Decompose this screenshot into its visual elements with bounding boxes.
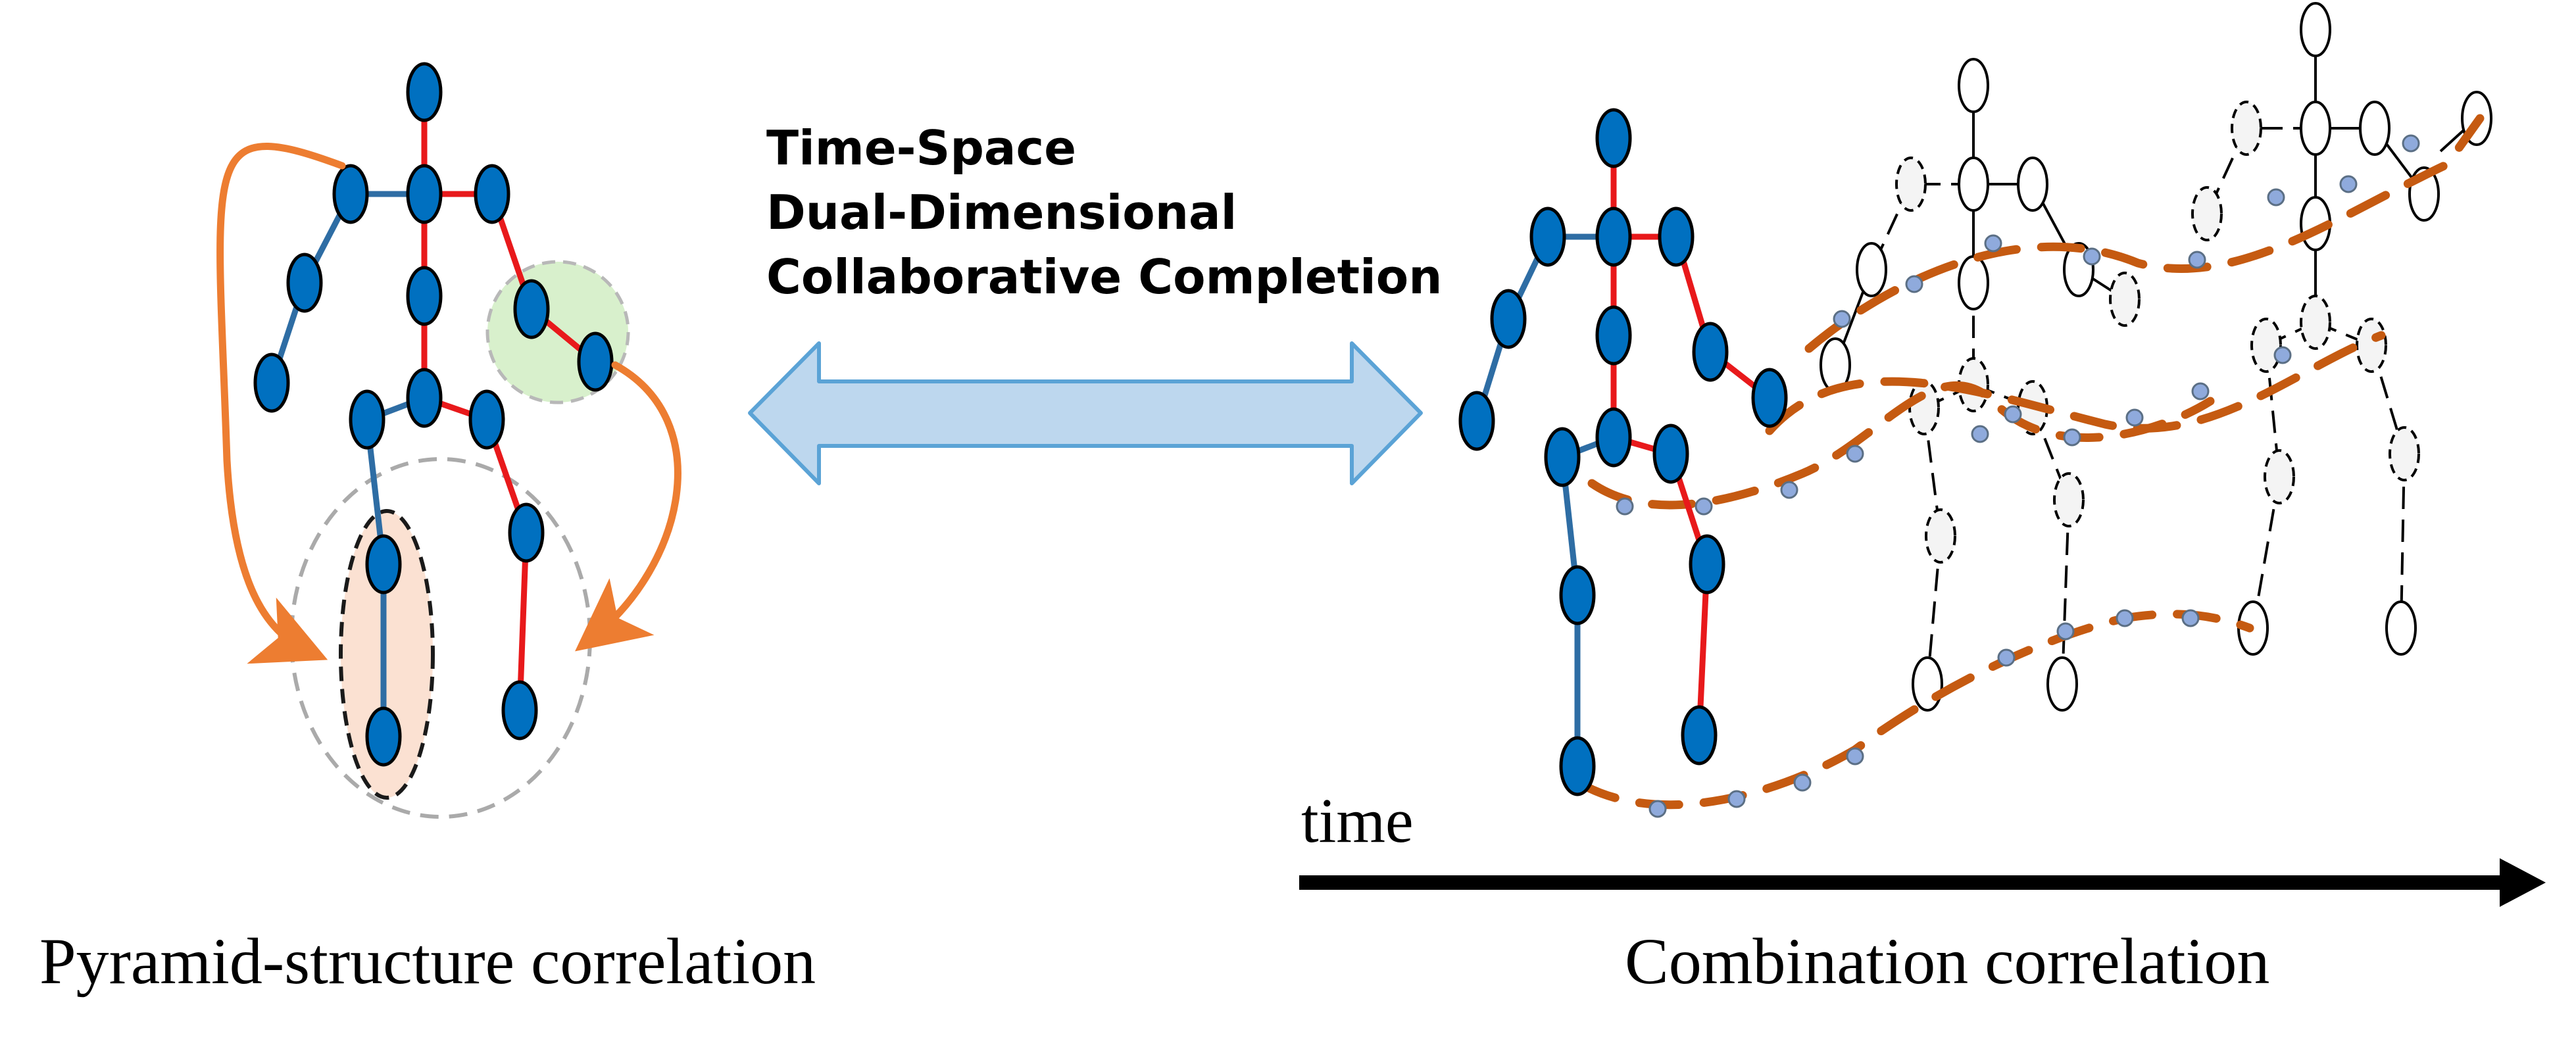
time-axis-arrowhead (2500, 858, 2546, 907)
double-arrow (748, 341, 1423, 485)
joint-right-wrist (577, 331, 614, 392)
joint-pelvis (406, 368, 443, 428)
center-label-line2: Dual-Dimensional (766, 185, 1237, 240)
joint-head (406, 62, 443, 122)
ghost-frame-2 (1820, 58, 2141, 712)
joint-neck (406, 164, 443, 224)
right-correlation-arrow (575, 361, 681, 652)
pyramid-skeleton (216, 62, 681, 819)
joint-right-shoulder (474, 164, 510, 224)
center-label: Time-Space Dual-Dimensional Collaborativ… (766, 120, 1442, 304)
joint-left-hip (349, 389, 385, 450)
pyramid-joints (253, 62, 614, 767)
time-label: time (1301, 785, 1414, 856)
joint-left-knee (365, 534, 402, 595)
joint-left-shoulder (332, 164, 369, 224)
joint-spine (406, 266, 443, 326)
time-axis: time (1299, 785, 2546, 907)
joint-right-hip (468, 389, 505, 450)
ghost-frame-3 (2191, 2, 2492, 656)
joint-right-ankle (501, 680, 538, 741)
joint-right-knee (508, 502, 545, 563)
combination-sequence (1458, 2, 2492, 818)
right-caption: Combination correlation (1625, 925, 2269, 998)
joint-right-elbow (513, 279, 550, 339)
joint-trajectories (1574, 114, 2485, 818)
left-caption: Pyramid-structure correlation (39, 925, 816, 998)
center-label-line3: Collaborative Completion (766, 249, 1442, 304)
grey-dashed-region (289, 457, 592, 819)
joint-left-ankle (365, 706, 402, 767)
joint-left-wrist (253, 352, 290, 413)
center-label-line1: Time-Space (766, 120, 1076, 176)
joint-left-elbow (286, 253, 323, 313)
current-frame-skeleton (1458, 108, 1788, 796)
left-correlation-arrow (216, 143, 346, 664)
peach-highlight-region (339, 509, 435, 800)
